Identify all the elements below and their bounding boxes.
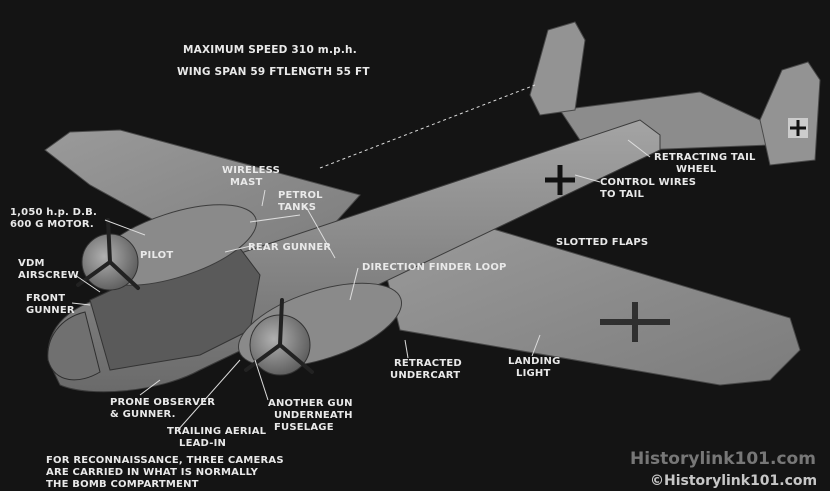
rear-gunner-label: REAR GUNNER xyxy=(248,242,332,253)
right-propeller xyxy=(244,298,314,374)
fuselage-cross-marking xyxy=(545,165,575,195)
swastika-tail-marking xyxy=(788,118,808,138)
wing-span-label: WING SPAN 59 FT xyxy=(177,66,285,78)
watermark-center: Historylink101.com xyxy=(630,449,816,469)
retracted-undercart-label: RETRACTED UNDERCART xyxy=(390,358,462,381)
wireless-mast-label: WIRELESS MAST xyxy=(222,165,281,188)
wing-cross-marking xyxy=(600,302,670,342)
reconnaissance-note: FOR RECONNAISSANCE, THREE CAMERAS ARE CA… xyxy=(46,455,284,490)
glazed-nose xyxy=(47,311,101,381)
retracting-tail-wheel-label: RETRACTING TAIL WHEEL xyxy=(654,152,756,175)
prone-observer-label: PRONE OBSERVER & GUNNER. xyxy=(110,397,216,420)
direction-finder-loop-label: DIRECTION FINDER LOOP xyxy=(362,262,507,273)
control-wires-label: CONTROL WIRES TO TAIL xyxy=(600,177,697,200)
max-speed-label: MAXIMUM SPEED 310 m.p.h. xyxy=(183,44,357,56)
airscrew-label: VDM AIRSCREW xyxy=(18,258,79,281)
trailing-aerial-label: TRAILING AERIAL LEAD-IN xyxy=(167,426,267,449)
another-gun-label: ANOTHER GUN UNDERNEATH FUSELAGE xyxy=(268,398,353,433)
motor-label: 1,050 h.p. D.B. 600 G MOTOR. xyxy=(10,207,97,230)
slotted-flaps-label: SLOTTED FLAPS xyxy=(556,237,649,248)
front-gunner-label: FRONT GUNNER xyxy=(26,293,75,316)
length-label: LENGTH 55 FT xyxy=(284,66,370,78)
right-wing xyxy=(379,224,801,386)
right-fin xyxy=(759,61,821,166)
petrol-tanks-label: PETROL TANKS xyxy=(278,190,323,213)
watermark-corner: ©Historylink101.com xyxy=(650,473,818,489)
landing-light-label: LANDING LIGHT xyxy=(508,356,561,379)
left-fin xyxy=(529,21,586,116)
leader-lines xyxy=(71,84,651,431)
pilot-label: PILOT xyxy=(140,250,174,261)
